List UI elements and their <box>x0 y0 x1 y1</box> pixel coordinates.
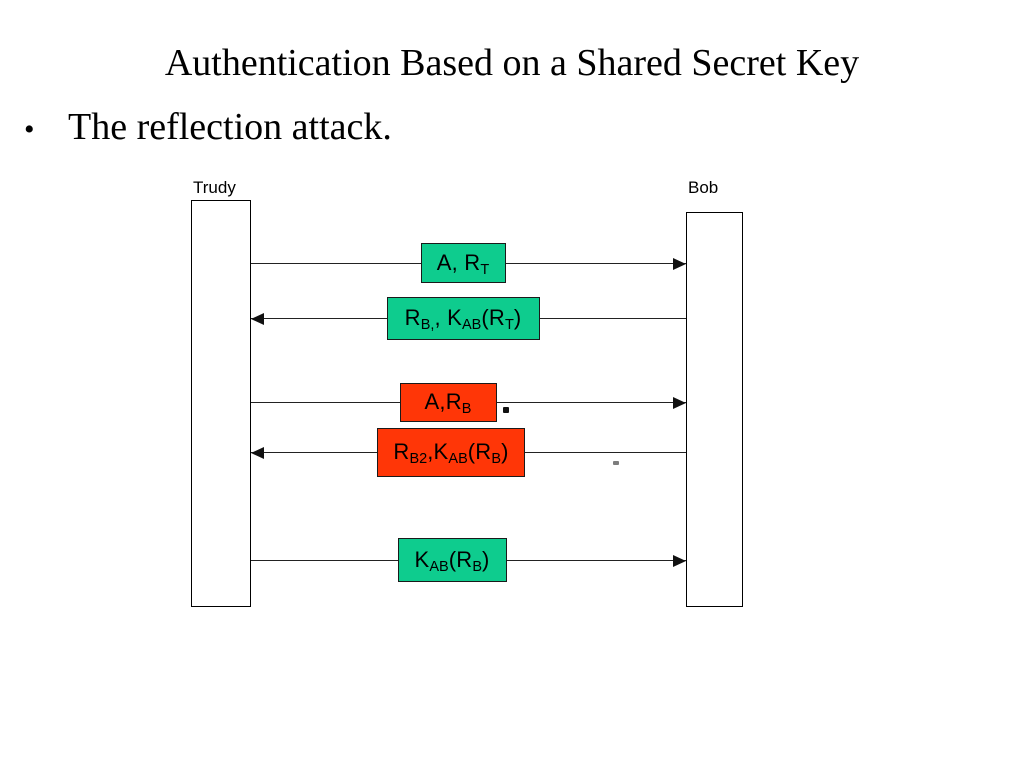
message-label-text-4: RB2,KAB(RB) <box>393 439 509 467</box>
message-label-text-1: A, RT <box>436 250 490 278</box>
actor-label-trudy: Trudy <box>193 178 236 197</box>
arrow-head-right-3 <box>673 397 686 409</box>
bullet-item-label: The reflection attack. <box>68 106 392 148</box>
arrow-head-left-4 <box>251 447 264 459</box>
arrow-head-right-5 <box>673 555 686 567</box>
page-title: Authentication Based on a Shared Secret … <box>164 42 860 84</box>
message-label-box-2: RB,, KAB(RT) <box>386 296 540 340</box>
message-label-text-5: KAB(RB) <box>414 547 490 575</box>
message-label-text-3: A,RB <box>424 389 472 417</box>
message-label-text-2: RB,, KAB(RT) <box>404 305 522 333</box>
stray-dot-artifact-1 <box>503 407 509 413</box>
stray-dot-artifact-2 <box>613 461 619 465</box>
bullet-point-icon: • <box>24 113 35 146</box>
message-label-box-5: KAB(RB) <box>397 538 507 582</box>
message-label-box-4: RB2,KAB(RB) <box>377 427 525 477</box>
message-label-box-1: A, RT <box>420 243 506 283</box>
actor-label-bob: Bob <box>688 178 719 197</box>
arrow-head-right-1 <box>673 258 686 270</box>
arrow-head-left-2 <box>251 313 264 325</box>
message-label-box-3: A,RB <box>399 382 497 422</box>
lifeline-bob <box>686 212 743 607</box>
lifeline-trudy <box>191 200 251 607</box>
bullet-list-item: • The reflection attack. <box>24 104 392 153</box>
